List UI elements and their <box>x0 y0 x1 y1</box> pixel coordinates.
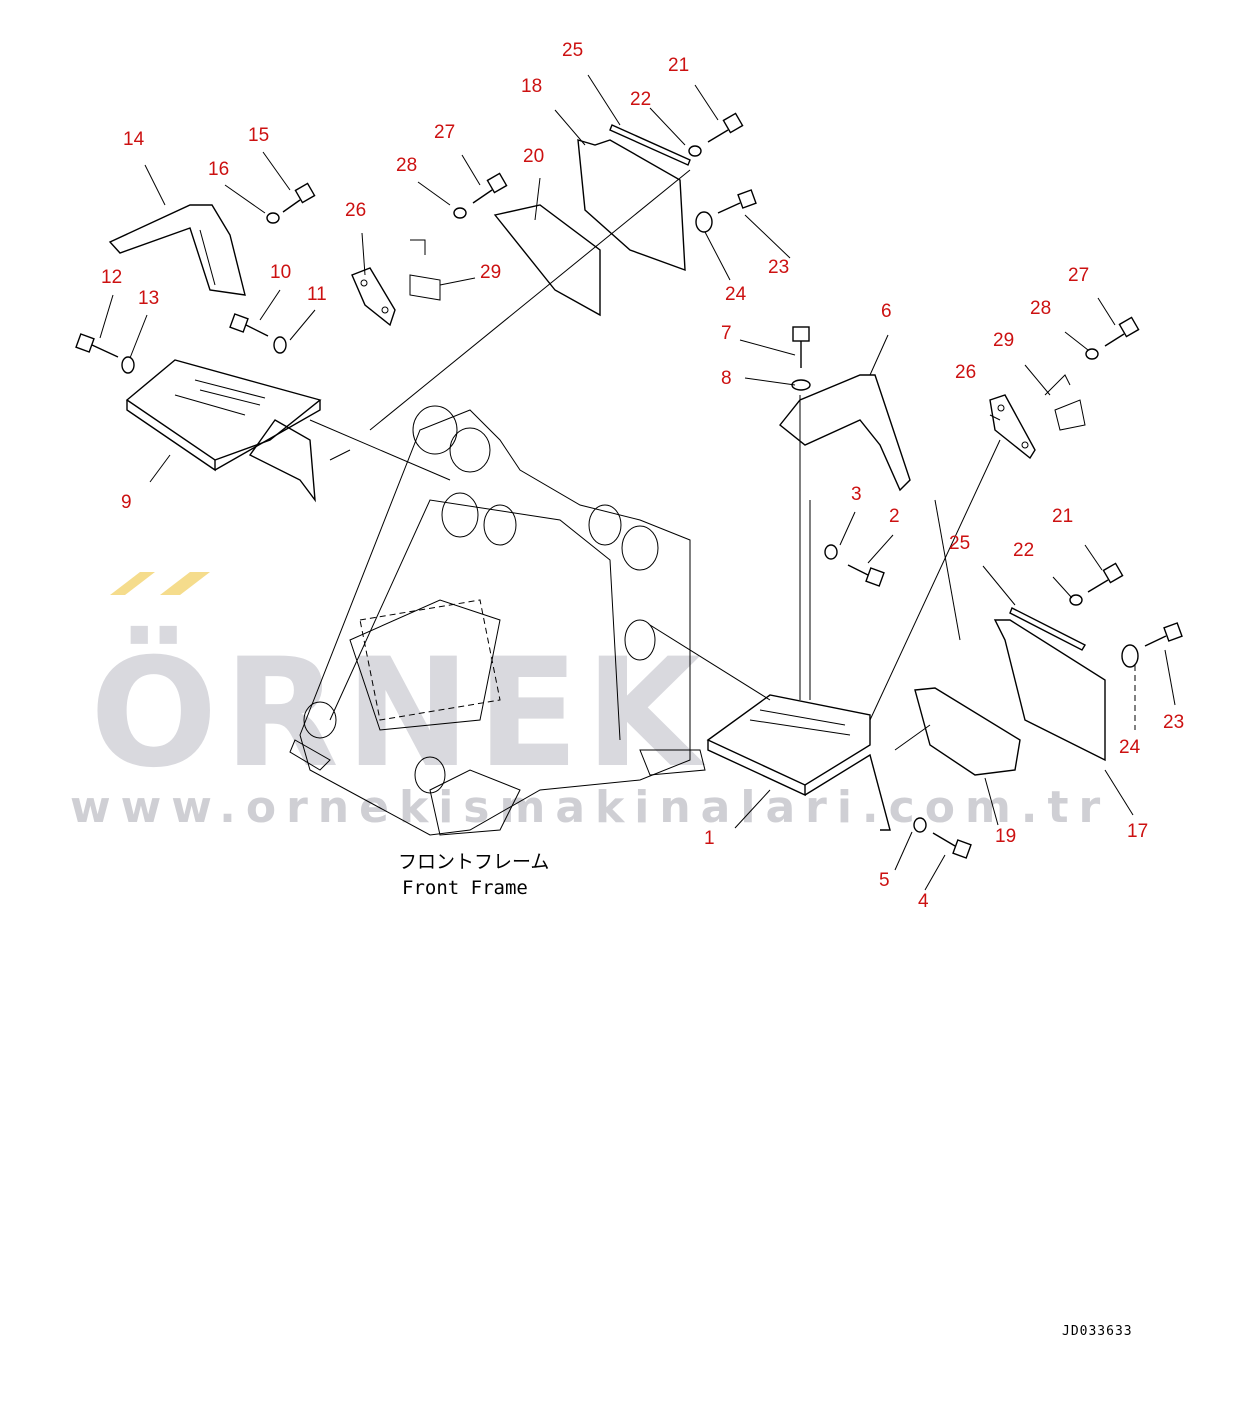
caption: フロントフレーム Front Frame <box>398 851 549 899</box>
callout-5: 5 <box>879 870 890 891</box>
part-9-step-left <box>125 359 322 503</box>
bolt-2-icon <box>847 564 885 587</box>
washer-24-right-icon <box>1121 644 1139 668</box>
bolt-4-icon <box>932 832 972 859</box>
part-20-plate <box>493 204 601 317</box>
bolt-icons <box>75 112 1183 859</box>
part-25-strip-top <box>609 124 691 166</box>
callout-13: 13 <box>138 288 159 309</box>
bolt-23-right-icon <box>1144 622 1183 647</box>
washer-3-icon <box>824 544 838 560</box>
callout-7: 7 <box>721 323 732 344</box>
callout-22-right: 22 <box>1013 540 1034 561</box>
washer-22-icon <box>688 145 702 157</box>
part-14-cover-left <box>108 204 246 296</box>
document-id: JD033633 <box>1062 1324 1133 1339</box>
watermark-accent-right <box>160 572 210 595</box>
bolt-15-icon <box>282 182 316 213</box>
callout-21-right: 21 <box>1052 506 1073 527</box>
washer-24-icon <box>695 211 713 233</box>
callout-3: 3 <box>851 484 862 505</box>
part-26-bracket-right <box>989 394 1036 460</box>
callout-2: 2 <box>889 506 900 527</box>
callout-8: 8 <box>721 368 732 389</box>
part-19-plate <box>914 687 1021 776</box>
callout-14: 14 <box>123 129 145 150</box>
bolt-21-icon <box>707 112 744 143</box>
callout-1: 1 <box>704 828 715 849</box>
callout-18: 18 <box>521 76 542 97</box>
washer-11-icon <box>273 336 287 354</box>
callout-29-right: 29 <box>993 330 1014 351</box>
watermark: ÖRNEK www.ornekismakinalari.com.tr <box>70 572 1110 833</box>
caption-english: Front Frame <box>402 877 528 899</box>
bolt-7-icon <box>792 326 810 368</box>
part-26-bracket-left <box>351 267 396 327</box>
callout-28-left: 28 <box>396 155 417 176</box>
part-29-clips-right <box>1044 374 1086 431</box>
watermark-brand: ÖRNEK <box>90 625 707 801</box>
part-25-strip-right <box>1009 607 1086 651</box>
washer-5-icon <box>913 817 927 833</box>
callout-26-right: 26 <box>955 362 976 383</box>
assembly-lines <box>309 169 1136 751</box>
part-6-cover-right <box>779 374 911 492</box>
callout-27-left: 27 <box>434 122 455 143</box>
washer-22-right-icon <box>1069 594 1083 606</box>
callout-labels: 14 15 16 12 13 10 11 9 26 28 27 29 20 18… <box>101 40 1184 912</box>
washer-28-icon <box>453 207 467 219</box>
callout-15: 15 <box>248 125 269 146</box>
callout-17: 17 <box>1127 821 1148 842</box>
part-18-plate <box>577 139 686 272</box>
callout-21-top: 21 <box>668 55 689 76</box>
bolt-27-icon <box>472 172 508 204</box>
callout-16: 16 <box>208 159 229 180</box>
caption-japanese: フロントフレーム <box>398 851 549 873</box>
callout-23-right: 23 <box>1163 712 1184 733</box>
bolt-10-icon <box>229 313 269 337</box>
watermark-accent-left <box>110 572 155 595</box>
callout-22-top: 22 <box>630 89 651 110</box>
callout-23-top: 23 <box>768 257 789 278</box>
callout-24-right: 24 <box>1119 737 1141 758</box>
callout-9: 9 <box>121 492 132 513</box>
callout-25-top: 25 <box>562 40 583 61</box>
callout-29-left: 29 <box>480 262 501 283</box>
callout-27-right: 27 <box>1068 265 1089 286</box>
bolt-21-right-icon <box>1087 562 1124 593</box>
callout-20: 20 <box>523 146 544 167</box>
front-frame-drawing <box>289 405 706 836</box>
leader-lines <box>99 74 1176 891</box>
washer-16-icon <box>266 212 280 224</box>
callout-6: 6 <box>881 301 892 322</box>
callout-26-left: 26 <box>345 200 366 221</box>
callout-24-top: 24 <box>725 284 747 305</box>
washer-28-right-icon <box>1085 348 1099 360</box>
bolt-23-icon <box>717 189 757 214</box>
callout-28-right: 28 <box>1030 298 1051 319</box>
bolt-12-icon <box>75 333 119 358</box>
washer-13-icon <box>121 356 135 374</box>
watermark-url: www.ornekismakinalari.com.tr <box>70 782 1110 833</box>
callout-10: 10 <box>270 262 291 283</box>
part-17-plate <box>993 619 1106 762</box>
bolt-27-right-icon <box>1104 316 1140 347</box>
part-1-step-right <box>706 694 891 831</box>
callout-25-right: 25 <box>949 533 970 554</box>
callout-12: 12 <box>101 267 122 288</box>
callout-19: 19 <box>995 826 1016 847</box>
part-29-clips-left <box>409 239 441 301</box>
callout-4: 4 <box>918 891 929 912</box>
callout-11: 11 <box>307 284 327 305</box>
